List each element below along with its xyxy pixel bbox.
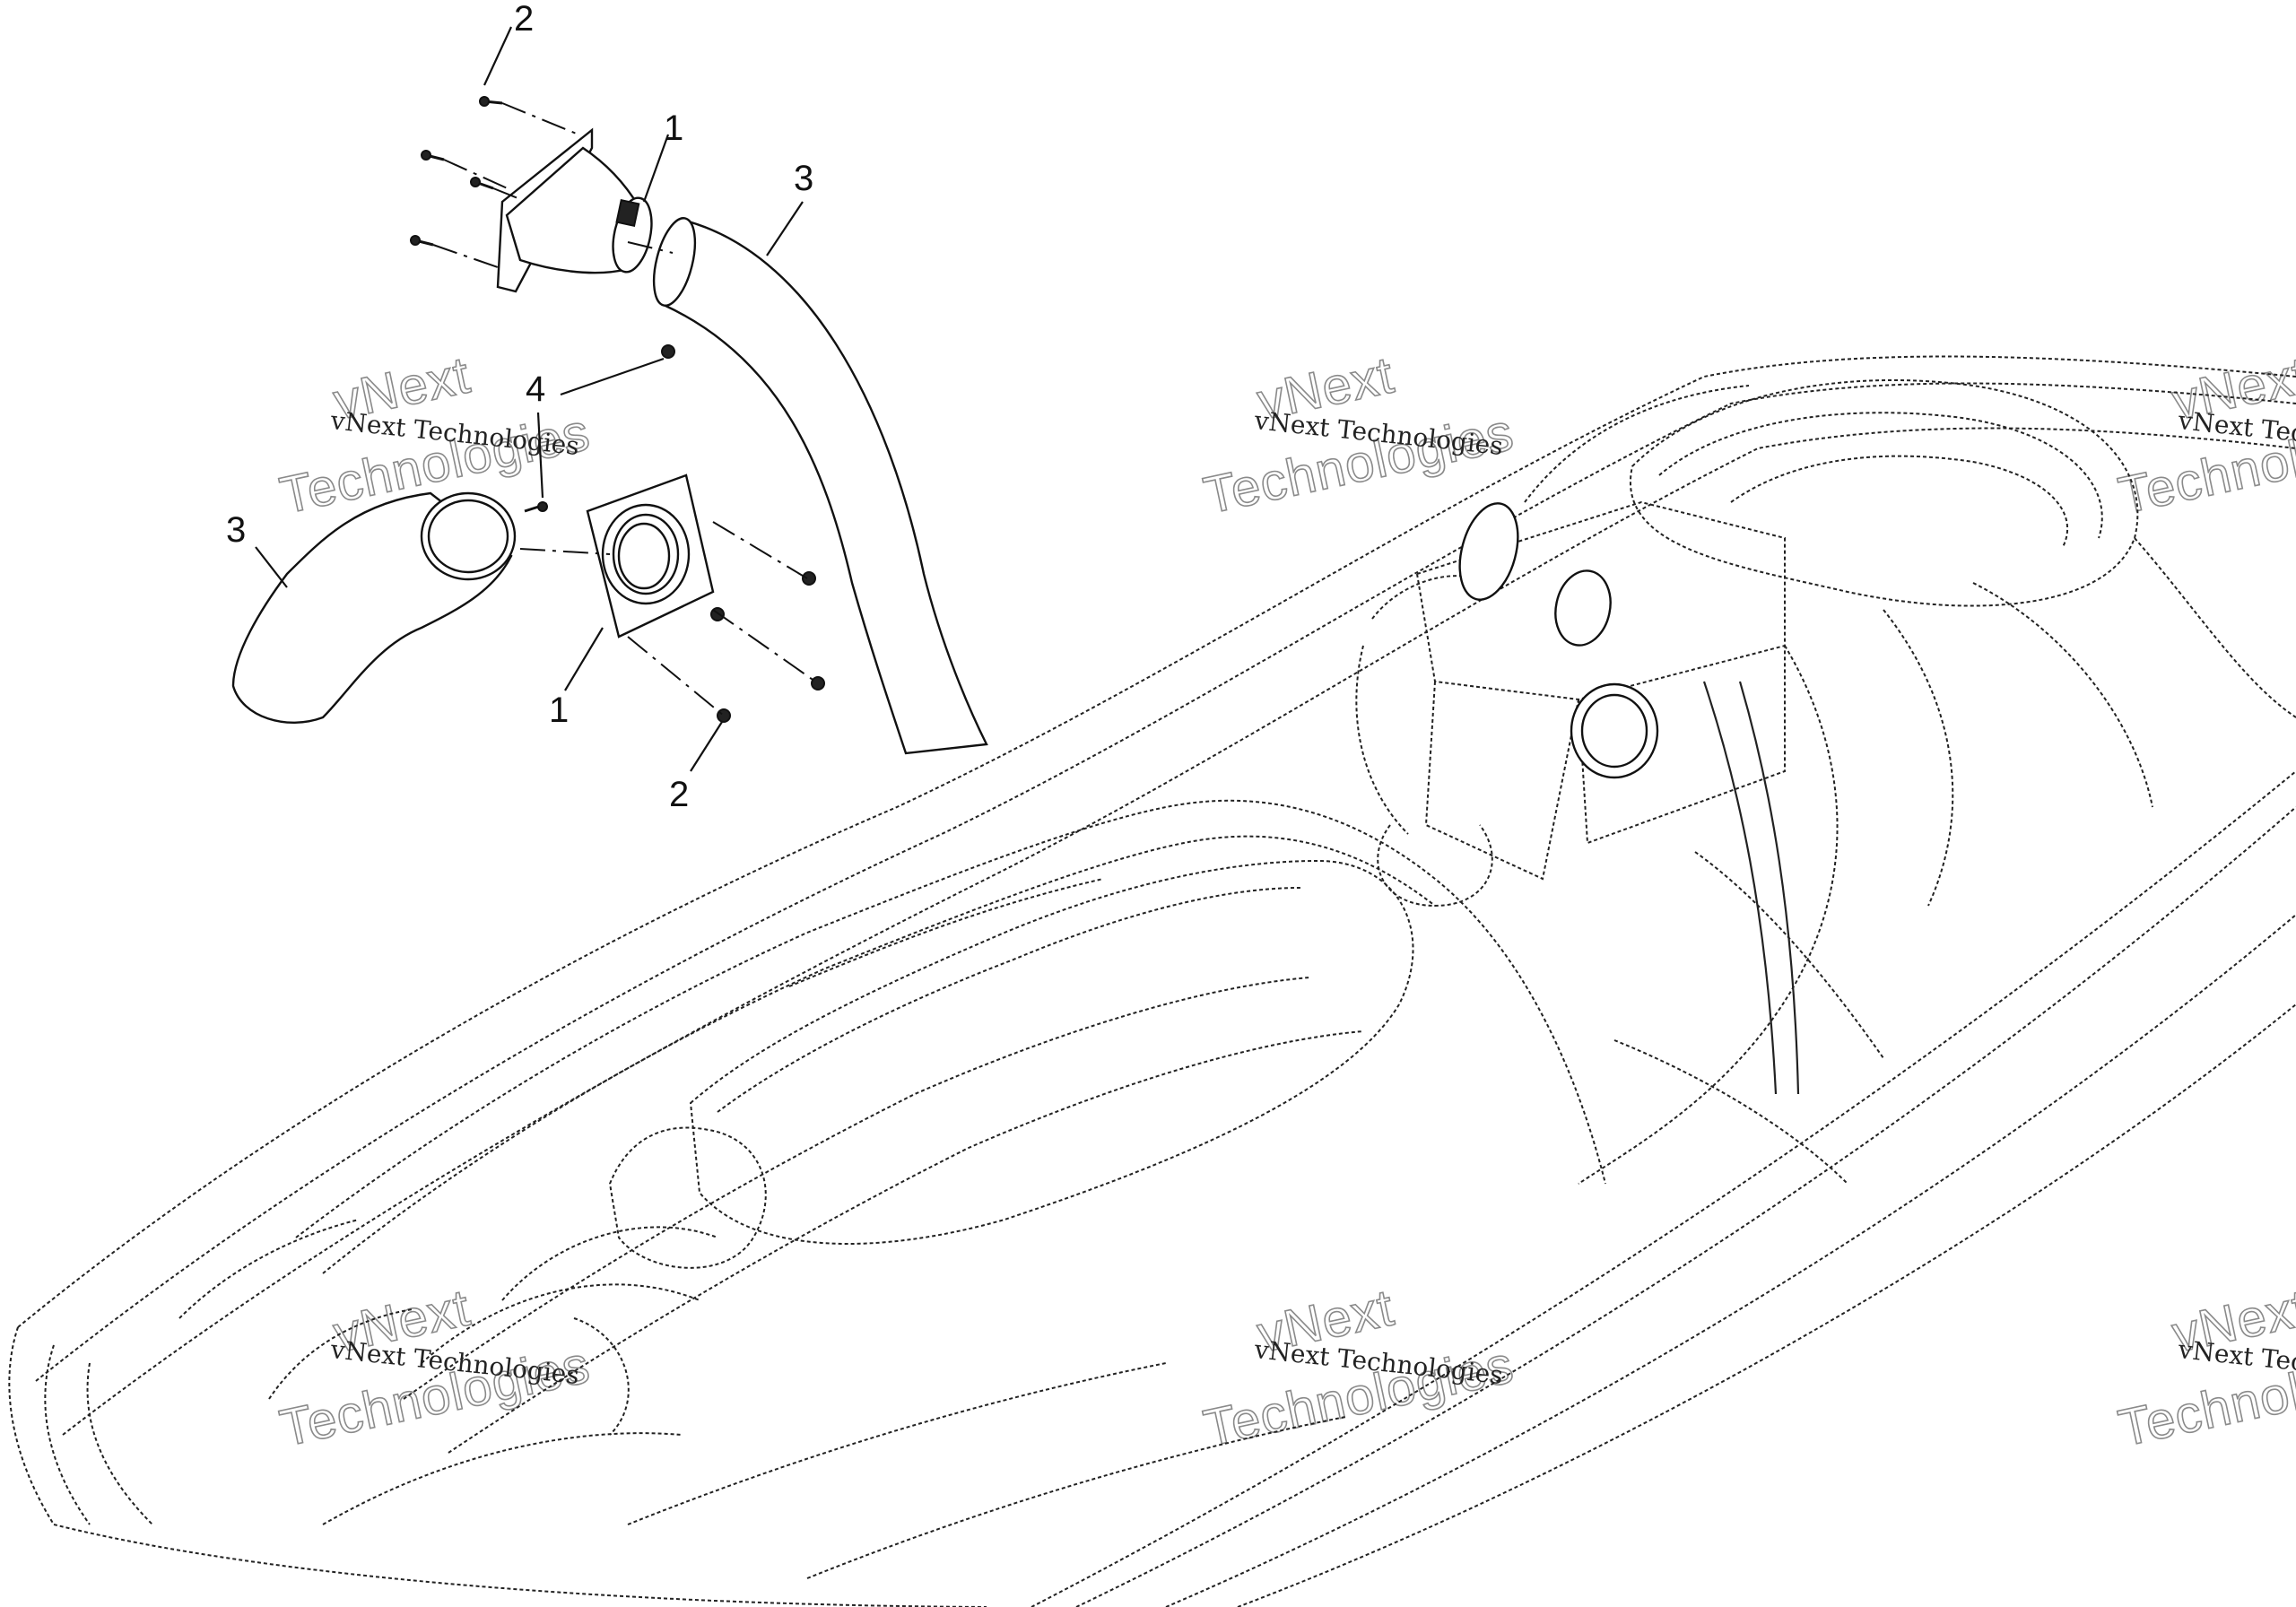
screw-7: [811, 676, 825, 691]
alignment-lines: [432, 102, 819, 717]
screw-8: [717, 708, 731, 723]
leader-lines: [255, 26, 804, 772]
installed-duct-openings: [1458, 502, 1659, 779]
callout-2-bottom: 2: [669, 775, 689, 814]
clip-nut: [661, 344, 675, 359]
lower-adapter-part: [586, 473, 715, 638]
watermark-group: vNext Technologies vNext Technologies vN…: [274, 345, 2296, 1459]
lower-hose-part: [231, 491, 517, 724]
callout-labels: 2 1 3 4 3 1 2: [226, 0, 813, 814]
screw-5: [802, 571, 816, 586]
screw-3: [470, 177, 494, 190]
screw-4: [410, 235, 434, 247]
callout-1-top: 1: [664, 109, 683, 148]
screw-1: [479, 96, 503, 107]
screw-2: [421, 150, 445, 161]
upper-hose-part: [652, 217, 988, 755]
watercraft-hull: [8, 355, 2296, 1607]
callout-3-top: 3: [794, 159, 813, 198]
upper-adapter-part: [496, 127, 653, 293]
hose-clamp-screw: [524, 501, 548, 513]
callout-4: 4: [526, 369, 545, 409]
callout-3-left: 3: [226, 510, 246, 550]
callout-1-bottom: 1: [549, 691, 569, 730]
callout-2-top: 2: [514, 0, 534, 39]
